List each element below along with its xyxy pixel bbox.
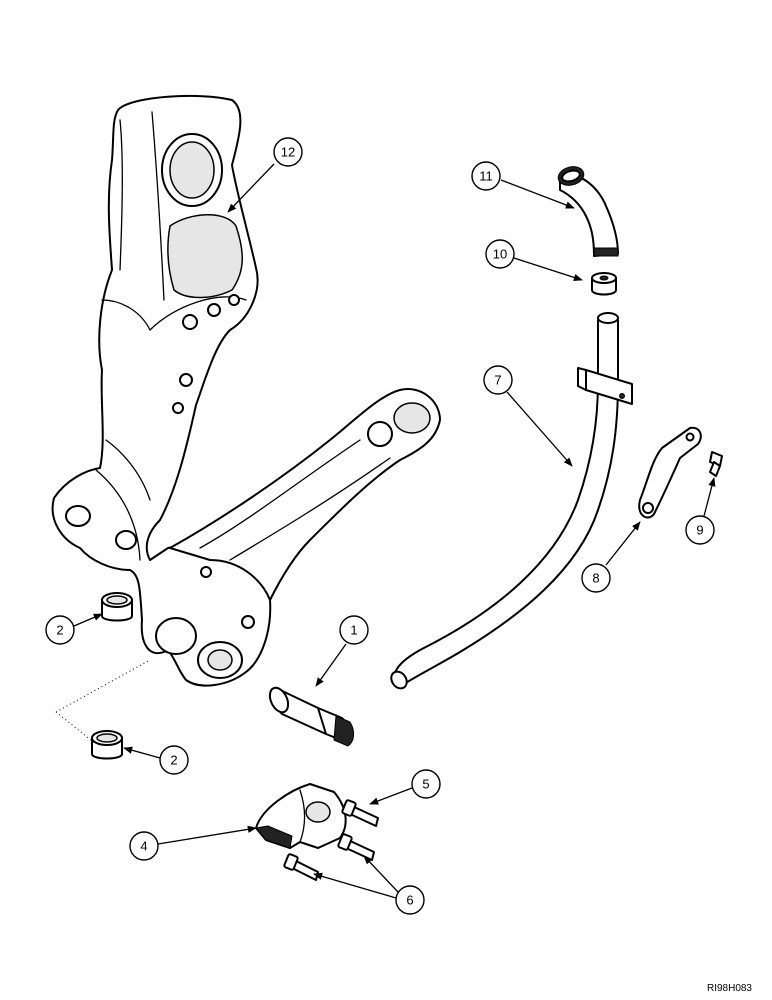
- elbow-hose: [557, 166, 619, 257]
- callout-4: 4: [129, 825, 257, 861]
- grease-fitting: [591, 272, 617, 296]
- svg-text:5: 5: [422, 777, 429, 792]
- svg-text:7: 7: [494, 373, 501, 388]
- callout-11: 12: [227, 137, 303, 213]
- svg-text:4: 4: [140, 839, 147, 854]
- callout-2-upper: 2: [45, 613, 103, 645]
- callout-10: 10: [485, 239, 583, 281]
- svg-text:9: 9: [696, 523, 703, 538]
- callout-6: 6: [313, 855, 425, 915]
- bolt-6b: [283, 853, 319, 881]
- callout-12: 11: [471, 161, 575, 209]
- svg-text:11: 11: [479, 169, 493, 184]
- svg-text:1: 1: [350, 623, 357, 638]
- grease-tube: [390, 312, 633, 690]
- mounting-plate: [638, 426, 702, 519]
- svg-text:8: 8: [592, 571, 599, 586]
- screw-9: [709, 451, 723, 477]
- svg-text:2: 2: [56, 623, 63, 638]
- loader-arm-frame: [51, 94, 441, 687]
- pivot-pin: [268, 686, 355, 747]
- callout-9: 9: [685, 477, 716, 545]
- callout-5: 5: [369, 769, 441, 805]
- svg-text:10: 10: [493, 247, 507, 262]
- bushing-upper: [101, 592, 133, 622]
- bolt-6a: [337, 833, 375, 861]
- svg-text:12: 12: [281, 145, 295, 160]
- mounting-bracket: [255, 783, 347, 849]
- svg-text:6: 6: [406, 893, 413, 908]
- callout-1: 1: [315, 615, 369, 687]
- figure-code: RI98H083: [706, 983, 752, 994]
- callout-7: 7: [483, 365, 573, 467]
- svg-text:2: 2: [170, 753, 177, 768]
- bushing-lower: [91, 730, 123, 760]
- bolt-5: [341, 799, 379, 827]
- callout-2-lower: 2: [123, 745, 189, 775]
- callout-8: 8: [581, 521, 641, 593]
